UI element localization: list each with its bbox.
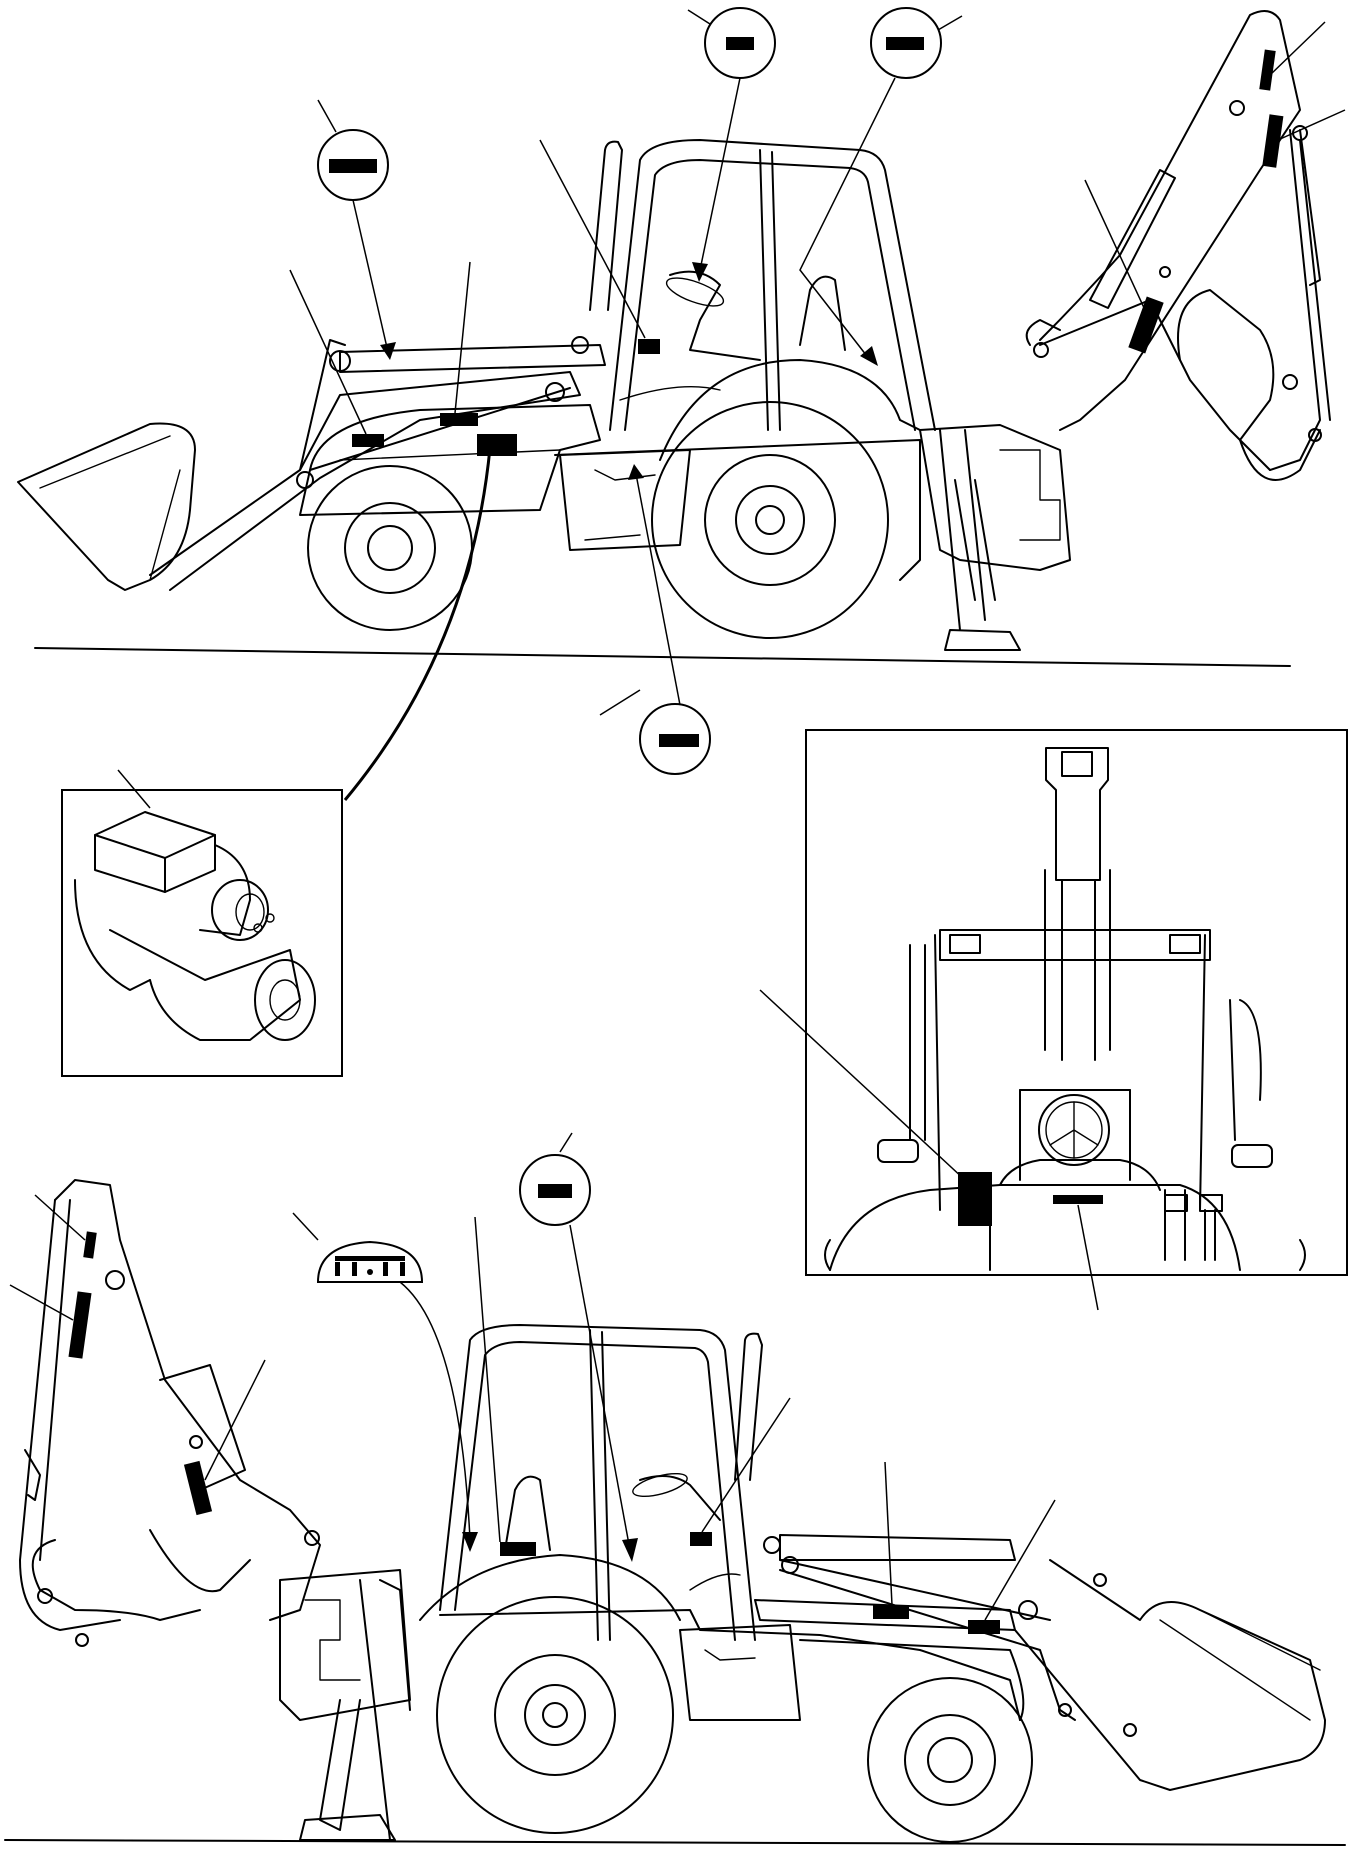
leader-line — [1077, 1204, 1099, 1311]
leader-line — [884, 1461, 893, 1606]
callout — [799, 7, 963, 366]
leader-line — [759, 989, 966, 1181]
callout — [317, 99, 396, 360]
decal — [440, 413, 478, 426]
leader-line — [539, 139, 646, 339]
leader-line — [1269, 21, 1326, 76]
leader-line — [9, 1284, 74, 1321]
leader-line — [204, 1359, 266, 1481]
decal — [83, 1231, 97, 1259]
step-box-right-view — [679, 1624, 801, 1721]
backhoe-boom-right-view — [9, 1179, 321, 1647]
decal — [183, 1460, 213, 1516]
rear-wheel — [651, 401, 889, 639]
backhoe-boom — [1025, 10, 1331, 481]
callout — [519, 1132, 638, 1562]
leader-line — [701, 1397, 791, 1533]
decal — [968, 1620, 1000, 1634]
right-side-view — [4, 1132, 1346, 1846]
cab-right-view — [439, 1324, 763, 1641]
detail-link-curve — [343, 447, 492, 801]
front-wheel — [307, 465, 473, 631]
rear-frame — [919, 424, 1071, 571]
cab — [589, 139, 936, 431]
leader-line — [289, 269, 367, 435]
leader-line — [34, 1194, 86, 1241]
decal — [873, 1605, 909, 1619]
decal — [477, 434, 517, 456]
leader-line — [984, 1499, 1056, 1621]
callout — [687, 7, 776, 282]
ground-line-top — [34, 647, 1291, 667]
decal — [1053, 1195, 1103, 1204]
decal — [352, 434, 384, 447]
front-wheel-right-view — [867, 1677, 1033, 1843]
decal — [1262, 114, 1284, 168]
starter-motor-detail — [61, 769, 343, 1077]
decal — [638, 339, 660, 354]
decal — [690, 1532, 712, 1546]
left-side-view — [17, 7, 1346, 801]
front-bucket-right-view — [1014, 1559, 1326, 1791]
step-box — [559, 449, 691, 551]
leader-line — [474, 1216, 501, 1543]
callout-symbol — [292, 1212, 478, 1552]
engine-hood — [299, 404, 601, 516]
decal — [1128, 296, 1164, 354]
rear-view-inset — [759, 729, 1348, 1311]
rear-wheel-right-view — [436, 1596, 674, 1834]
front-bucket — [17, 422, 196, 591]
decal — [958, 1172, 992, 1226]
decal — [500, 1542, 536, 1556]
decal — [1259, 49, 1276, 91]
decal — [68, 1291, 92, 1359]
leader-line — [1084, 179, 1146, 311]
loader-arm — [149, 371, 581, 591]
callout — [599, 464, 711, 775]
ground-line-bottom — [4, 1839, 1346, 1846]
leader-line — [454, 261, 471, 414]
leader-line — [1277, 109, 1346, 141]
